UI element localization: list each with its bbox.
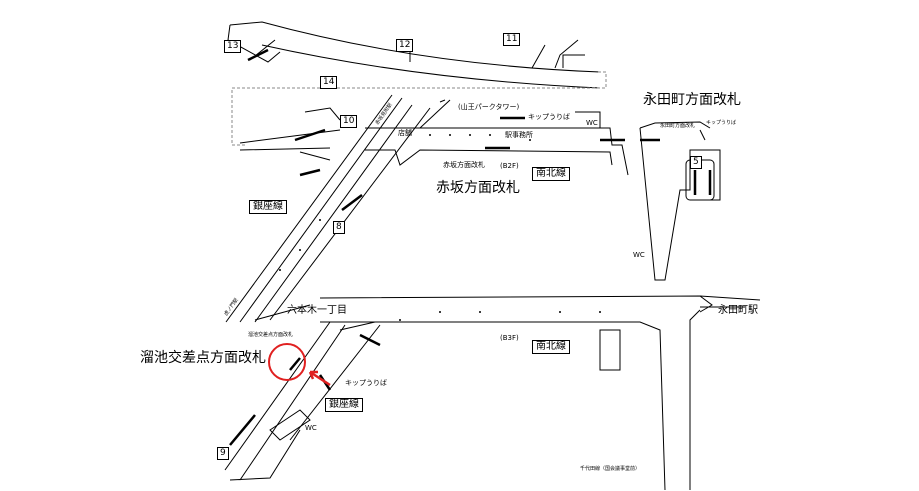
exit-5: 5: [690, 156, 702, 169]
ginza-line-upper: 銀座線: [249, 200, 287, 214]
exit-13: 13: [224, 40, 242, 53]
sanno-park-tower-label: (山王パークタワー): [458, 103, 520, 111]
pillar-dots: [279, 134, 601, 321]
station-office-label: 駅事務所: [505, 131, 533, 139]
nagatacho-gate-label: 永田町方面改札: [660, 123, 696, 129]
nagatacho-gate-title: 永田町方面改札: [643, 92, 741, 108]
exit-8: 8: [333, 221, 345, 234]
akasaka-gate-title: 赤坂方面改札: [436, 180, 520, 196]
exit-10: 10: [340, 115, 358, 128]
wc-nagatacho: WC: [633, 251, 645, 259]
ticket-office-nagatacho: キップうりば: [706, 120, 737, 126]
ticket-office-b2f: キップうりば: [528, 113, 570, 121]
ginza-line-lower: 銀座線: [325, 398, 363, 412]
exit-12: 12: [396, 39, 414, 52]
highlight-arrow: [308, 370, 331, 387]
exit-9: 9: [217, 447, 229, 460]
roppongi-label: 六本木一丁目: [287, 305, 347, 316]
namboku-line-b3f: 南北線: [532, 340, 570, 354]
nagatacho-area: [639, 121, 721, 281]
ginza-upper-platform: [225, 94, 431, 323]
b2f-concourse: [365, 99, 629, 176]
connector-dashed: [231, 71, 607, 146]
namboku-line-b2f: 南北線: [532, 167, 570, 181]
nagatacho-station-label: 永田町駅: [718, 305, 758, 316]
ginza-lower-platform: [224, 321, 381, 481]
highlight-circle: [268, 343, 306, 381]
ticket-office-b3f: キップうりば: [345, 379, 387, 387]
shop-label: 店舗: [398, 129, 412, 137]
tameike-gate-title: 溜池交差点方面改札: [140, 350, 266, 366]
wc-b2f: WC: [586, 119, 598, 127]
top-passage: [229, 21, 601, 89]
floor-b3f: (B3F): [500, 334, 519, 342]
chiyoda-line-label: 千代田線（国会議事堂前）: [580, 466, 641, 472]
exit-11: 11: [503, 33, 521, 46]
b3f-concourse: [319, 295, 761, 491]
exit-14: 14: [320, 76, 338, 89]
akasaka-gate-label: 赤坂方面改札: [443, 161, 485, 169]
wc-b3f: WC: [305, 424, 317, 432]
floor-b2f: (B2F): [500, 162, 519, 170]
tameike-gate-label: 溜池交差点方面改札: [248, 332, 294, 338]
